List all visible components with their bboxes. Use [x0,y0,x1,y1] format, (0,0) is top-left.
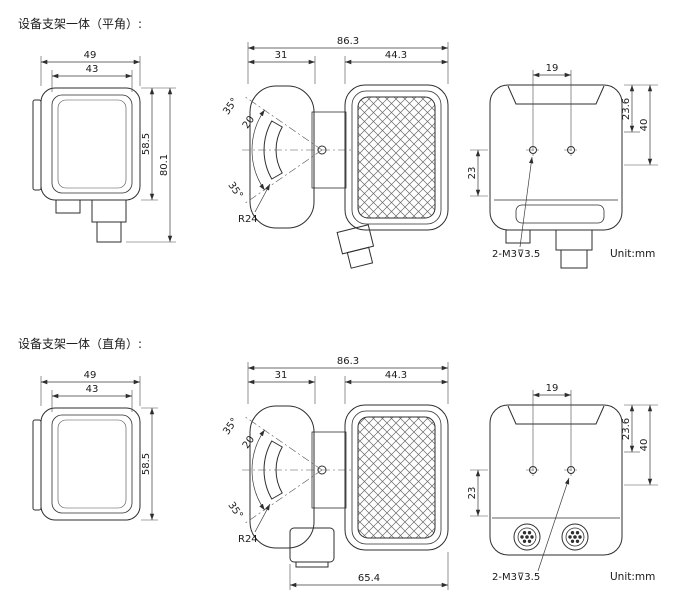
right-rear-left-dim: 23 [467,487,478,500]
right-rear-thread-callout: 2-M3⊽3.5 [492,572,540,583]
flat-side-slot-radius: R24 [238,214,258,225]
right-front-inner-width: 43 [86,384,99,395]
right-rear-view: 19 23.6 40 23 2-M3⊽3.5 Unit:mm [467,383,658,583]
right-side-bracket-width: 31 [275,370,288,381]
flat-side-total-width: 86.3 [337,36,359,47]
right-side-lower-angle: 35° [225,500,244,521]
right-rear-hole-spacing: 19 [546,383,559,394]
flat-rear-left-dim: 23 [467,167,478,180]
right-rear-right-lower: 40 [639,439,650,452]
flat-side-body-width: 44.3 [385,50,407,61]
flat-unit-label: Unit:mm [610,248,655,260]
flat-front-body-height: 58.5 [141,133,152,155]
right-front-view: 49 43 58.5 [32,370,158,521]
flat-rear-right-lower: 40 [639,119,650,132]
right-side-bottom-width: 65.4 [358,573,380,584]
flat-front-total-height: 80.1 [159,154,170,176]
section1-title: 设备支架一体（平角）: [18,17,142,31]
right-side-body-width: 44.3 [385,370,407,381]
section2-title: 设备支架一体（直角）: [18,337,142,351]
right-side-total-width: 86.3 [337,356,359,367]
flat-front-view: 49 43 58.5 80.1 [32,50,176,243]
right-side-view: 35° 20 35° R24 86.3 31 44.3 65.4 [221,356,449,590]
right-side-slot-radius: R24 [238,534,258,545]
flat-rear-view: 19 23.6 40 23 2-M3⊽3.5 Unit:mm [467,63,658,269]
right-unit-label: Unit:mm [610,571,655,583]
flat-front-inner-width: 43 [86,64,99,75]
flat-side-upper-angle: 35° [221,96,240,117]
right-rear-right-upper: 23.6 [621,418,632,440]
flat-front-outer-width: 49 [84,50,97,61]
flat-side-lower-angle: 35° [225,180,244,201]
flat-side-bracket-width: 31 [275,50,288,61]
flat-rear-hole-spacing: 19 [546,63,559,74]
right-front-outer-width: 49 [84,370,97,381]
flat-rear-right-upper: 23.6 [621,98,632,120]
flat-side-view: 35° 20 35° R24 86.3 31 44.3 [221,36,449,269]
right-side-upper-angle: 35° [221,416,240,437]
flat-rear-thread-callout: 2-M3⊽3.5 [492,249,540,260]
right-side-slot-offset: 20 [241,434,257,451]
flat-side-slot-offset: 20 [241,114,257,131]
right-front-body-height: 58.5 [141,453,152,475]
